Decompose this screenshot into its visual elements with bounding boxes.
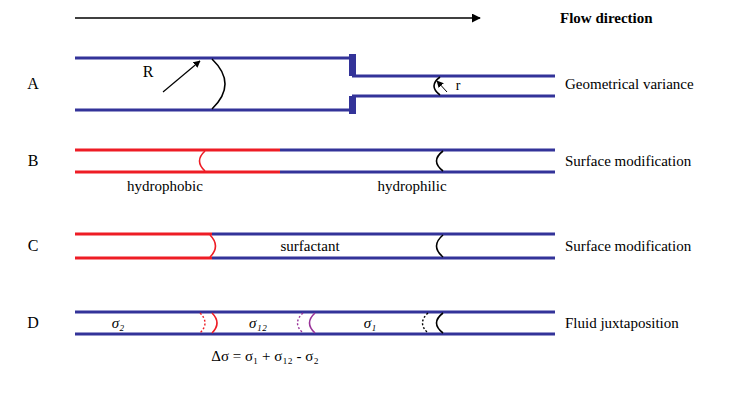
- hydrophilic-wall: [280, 149, 555, 152]
- surface-label: surfactant: [280, 239, 339, 254]
- meniscus: [212, 59, 225, 109]
- tension-symbol: σ₁₂: [249, 316, 267, 331]
- meniscus: [437, 151, 444, 171]
- hydrophobic-wall: [75, 233, 212, 236]
- meniscus: [434, 77, 440, 95]
- radius-arrow: [163, 61, 200, 92]
- surfactant-wall: [212, 257, 555, 260]
- radius-label: R: [143, 64, 154, 80]
- meniscus: [200, 151, 206, 171]
- meniscus: [212, 313, 217, 333]
- meniscus: [437, 235, 444, 257]
- formula: Δσ = σ₁ + σ₁₂ - σ₂: [211, 349, 318, 364]
- row-letter: C: [28, 238, 39, 254]
- flow-arrow: [75, 17, 480, 19]
- row-caption: Surface modification: [565, 154, 691, 169]
- radius-arrow: [437, 81, 447, 92]
- meniscus: [437, 313, 444, 333]
- tube-step: [349, 54, 356, 76]
- hydrophobic-wall: [75, 257, 212, 260]
- meniscus: [310, 313, 316, 333]
- tension-symbol: σ₁: [364, 316, 377, 331]
- tube-step: [349, 96, 356, 114]
- meniscus: [210, 235, 216, 257]
- surface-label: hydrophilic: [377, 179, 446, 194]
- row-caption: Geometrical variance: [565, 77, 694, 92]
- meniscus-dotted: [200, 313, 205, 333]
- surface-label: hydrophobic: [127, 179, 203, 194]
- row-caption: Surface modification: [565, 239, 691, 254]
- row-letter: B: [28, 153, 39, 169]
- meniscus-dotted: [298, 313, 304, 333]
- radius-label: r: [456, 79, 461, 93]
- row-letter: D: [27, 315, 39, 331]
- flow-label: Flow direction: [560, 11, 653, 26]
- hydrophilic-wall: [280, 171, 555, 174]
- row-letter: A: [27, 76, 39, 92]
- row-caption: Fluid juxtaposition: [565, 316, 679, 331]
- hydrophobic-wall: [75, 171, 280, 174]
- meniscus-dotted: [423, 313, 429, 333]
- surfactant-wall: [212, 233, 555, 236]
- tube-a: [75, 58, 555, 110]
- tension-symbol: σ₂: [112, 316, 125, 331]
- hydrophobic-wall: [75, 149, 280, 152]
